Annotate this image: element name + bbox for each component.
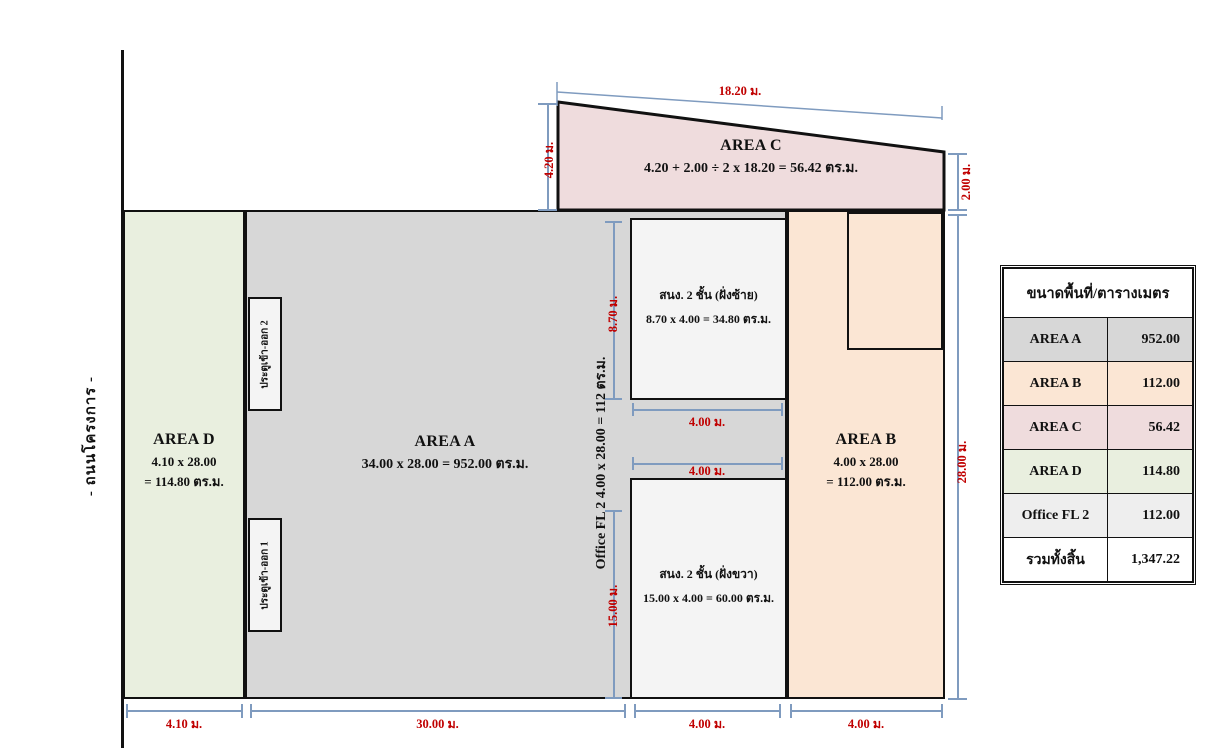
dim-c-right-text: 2.00 ม. [959, 163, 973, 201]
dim-room-right-line [613, 510, 615, 698]
table-cell-area-value: 114.80 [1106, 449, 1194, 494]
dim-room-left-text: 8.70 ม. [606, 295, 620, 333]
dim-bottom-4-text: 4.00 ม. [847, 717, 885, 731]
dim-bottom-2-text: 30.00 ม. [416, 717, 459, 731]
room-left-block [630, 218, 787, 400]
table-cell-area-value: 1,347.22 [1106, 537, 1194, 582]
area-d-calc-2: = 114.80 ตร.ม. [144, 473, 224, 489]
table-cell-area-name: AREA D [1003, 449, 1108, 494]
dim-c-left-text: 4.20 ม. [542, 141, 556, 179]
dim-room-bottom-text: 4.00 ม. [688, 464, 726, 478]
dim-top-c-text: 18.20 ม. [718, 84, 762, 98]
table-header-cell: ขนาดพื้นที่/ตารางเมตร [1003, 268, 1193, 318]
table-cell-area-value: 112.00 [1106, 361, 1194, 406]
area-a-label: AREA A 34.00 x 28.00 = 952.00 ตร.ม. [280, 430, 610, 475]
area-b-label: AREA B 4.00 x 28.00 = 112.00 ตร.ม. [787, 428, 945, 491]
dim-room-left-tick-top [605, 221, 622, 223]
project-road-label: - ถนนโครงการ - [83, 375, 99, 497]
table-cell-area-name: AREA C [1003, 405, 1108, 450]
dim-bottom-1-text: 4.10 ม. [165, 717, 203, 731]
area-b-block [787, 210, 945, 699]
area-c-calc: 4.20 + 2.00 ÷ 2 x 18.20 = 56.42 ตร.ม. [644, 161, 858, 176]
table-cell-area-value: 112.00 [1106, 493, 1194, 538]
table-header-row: ขนาดพื้นที่/ตารางเมตร [1003, 268, 1193, 318]
room-right-calc: 15.00 x 4.00 = 60.00 ตร.ม. [643, 591, 774, 605]
project-road-line [121, 50, 124, 748]
dim-right-tick-bot [948, 698, 967, 700]
door-entrance-2[interactable]: ประตูเข้า-ออก 2 [248, 297, 282, 411]
area-c-label: AREA C 4.20 + 2.00 ÷ 2 x 18.20 = 56.42 ต… [556, 134, 946, 179]
table-cell-area-name: AREA A [1003, 317, 1108, 362]
dim-right-line [957, 214, 959, 699]
table-cell-area-name: รวมทั้งสิ้น [1003, 537, 1108, 582]
area-b-sub-block [847, 212, 943, 350]
dim-c-left-tick-top [538, 103, 557, 105]
area-b-name: AREA B [835, 431, 897, 448]
dim-c-right-tick-bot [948, 209, 967, 211]
area-d-block [123, 210, 245, 699]
dim-bottom-3-text: 4.00 ม. [688, 717, 726, 731]
dim-room-right-tick-bot [605, 697, 622, 699]
table-cell-area-name: AREA B [1003, 361, 1108, 406]
dim-room-top-text: 4.00 ม. [688, 415, 726, 429]
table-cell-area-name: Office FL 2 [1003, 493, 1108, 538]
area-d-name: AREA D [153, 431, 215, 448]
room-right-label: สนง. 2 ชั้น (ฝั่งขวา) 15.00 x 4.00 = 60.… [630, 562, 787, 610]
dim-c-right-line [957, 153, 959, 210]
dim-room-top-tick-l [632, 403, 634, 416]
dim-room-top-line [632, 409, 782, 411]
room-right-title: สนง. 2 ชั้น (ฝั่งขวา) [659, 567, 758, 581]
area-b-calc-2: = 112.00 ตร.ม. [826, 473, 906, 489]
dim-room-top-tick-r [781, 403, 783, 416]
door-entrance-1[interactable]: ประตูเข้า-ออก 1 [248, 518, 282, 632]
area-d-calc-1: 4.10 x 28.00 [151, 454, 217, 469]
table-cell-area-value: 56.42 [1106, 405, 1194, 450]
dim-room-right-tick-top [605, 510, 622, 512]
dim-c-right-tick-top [948, 153, 967, 155]
door-entrance-2-label: ประตูเข้า-ออก 2 [259, 319, 271, 389]
dim-room-left-tick-bot [605, 398, 622, 400]
door-entrance-1-label: ประตูเข้า-ออก 1 [259, 540, 271, 610]
area-d-label: AREA D 4.10 x 28.00 = 114.80 ตร.ม. [123, 428, 245, 491]
area-a-name: AREA A [414, 433, 476, 450]
dim-right-tick-top [948, 214, 967, 216]
dim-right-text: 28.00 ม. [955, 440, 969, 484]
room-right-block [630, 478, 787, 699]
dim-room-bottom-line [632, 463, 782, 465]
room-left-calc: 8.70 x 4.00 = 34.80 ตร.ม. [646, 312, 771, 326]
dim-c-left-tick-bot [538, 209, 557, 211]
dim-c-left-line [547, 103, 549, 210]
room-left-label: สนง. 2 ชั้น (ฝั่งซ้าย) 8.70 x 4.00 = 34.… [630, 283, 787, 331]
room-left-title: สนง. 2 ชั้น (ฝั่งซ้าย) [659, 288, 758, 302]
dim-room-bottom-tick-l [632, 457, 634, 470]
dim-room-bottom-tick-r [781, 457, 783, 470]
area-c-name: AREA C [720, 137, 782, 154]
dim-room-left-line [613, 221, 615, 399]
dim-room-right-text: 15.00 ม. [606, 584, 620, 628]
table-cell-area-value: 952.00 [1106, 317, 1194, 362]
area-a-calc: 34.00 x 28.00 = 952.00 ตร.ม. [361, 457, 529, 472]
area-b-calc-1: 4.00 x 28.00 [833, 454, 899, 469]
